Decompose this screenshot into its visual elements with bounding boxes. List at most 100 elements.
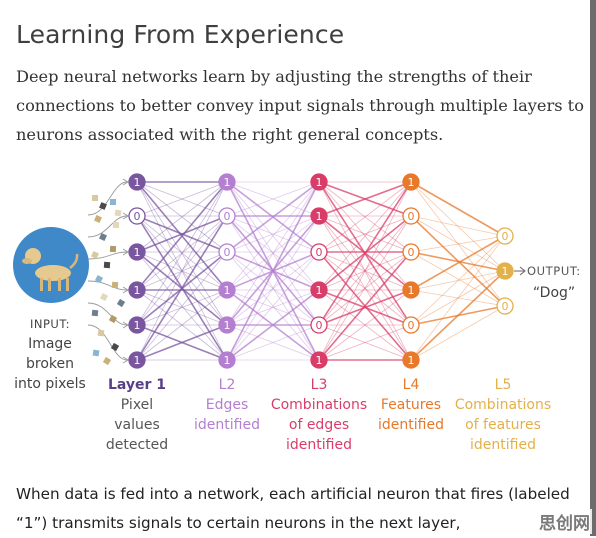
layer-name: L3 xyxy=(311,377,328,393)
pixel-square xyxy=(116,298,126,308)
layer-description-line: Pixel xyxy=(121,397,153,413)
pixel-squares-icon xyxy=(90,195,126,366)
input-description-line: Image xyxy=(28,336,72,352)
neuron-value: 1 xyxy=(316,210,323,223)
neuron-value: 0 xyxy=(408,246,415,259)
pixel-connection-line xyxy=(87,181,128,216)
connection-line xyxy=(136,251,228,291)
neuron-active xyxy=(310,351,328,369)
pixel-square xyxy=(108,314,118,324)
pixel-square xyxy=(109,198,117,206)
pixel-square xyxy=(91,309,99,317)
page-title: Learning From Experience xyxy=(16,20,345,49)
pixel-to-input-connections xyxy=(87,178,129,364)
layer-description-line: Edges xyxy=(206,397,249,413)
connection-line xyxy=(226,181,320,291)
connection-line xyxy=(136,215,228,291)
pixel-square xyxy=(110,342,120,352)
neuron-active xyxy=(402,173,420,191)
connection-line xyxy=(318,181,412,253)
pixel-square xyxy=(114,209,122,217)
connection-line xyxy=(136,181,228,291)
connection-line xyxy=(318,181,412,253)
neuron-value: 1 xyxy=(316,354,323,367)
neuron-value: 0 xyxy=(502,300,509,313)
pixel-square xyxy=(99,202,107,210)
pixel-square xyxy=(103,261,111,269)
pixel-square xyxy=(92,349,100,357)
connection-line xyxy=(136,181,228,361)
pixel-square xyxy=(90,250,100,260)
connection-line xyxy=(318,181,412,291)
connection-line xyxy=(410,270,506,361)
neuron-active xyxy=(218,281,236,299)
pixel-connection-line xyxy=(87,302,128,326)
layer-description-line: Combinations xyxy=(271,397,367,413)
connection-line xyxy=(226,215,320,253)
neuron-active xyxy=(402,281,420,299)
connection-line xyxy=(318,289,412,361)
connection-line xyxy=(410,215,506,237)
pixel-connection-line xyxy=(87,251,128,260)
pixel-square xyxy=(102,356,112,366)
neuron-value: 1 xyxy=(224,354,231,367)
connection-line xyxy=(410,235,506,253)
connection-line xyxy=(136,215,228,253)
connection-line xyxy=(226,181,320,217)
connection-line xyxy=(318,181,412,217)
dog-snout xyxy=(22,258,32,264)
arrowhead-icon xyxy=(122,212,129,220)
connection-line xyxy=(136,215,228,326)
connection-line xyxy=(136,289,228,326)
neuron-value: 1 xyxy=(502,265,509,278)
layer-description-line: identified xyxy=(194,417,260,433)
connection-line xyxy=(318,251,412,291)
dog-tail xyxy=(69,253,79,269)
connection-line xyxy=(226,181,320,326)
connection-line xyxy=(226,251,320,326)
neuron-value: 0 xyxy=(134,210,141,223)
neuron-active xyxy=(310,207,328,225)
connection-line xyxy=(226,251,320,361)
dog-leg xyxy=(66,278,69,291)
neuron-active xyxy=(128,243,146,261)
layer-name: Layer 1 xyxy=(108,377,166,393)
output-group: OUTPUT:“Dog” xyxy=(514,264,580,301)
neuron-active xyxy=(496,262,514,280)
connection-line xyxy=(318,324,412,361)
pixel-square xyxy=(94,274,104,284)
connection-line xyxy=(318,215,412,253)
connection-line xyxy=(136,251,228,361)
pixel-square xyxy=(94,215,102,223)
connection-line xyxy=(410,305,506,361)
neuron-value: 1 xyxy=(316,284,323,297)
connection-line xyxy=(136,251,228,291)
neuron-active xyxy=(402,351,420,369)
connection-line xyxy=(226,289,320,326)
connection-line xyxy=(226,181,320,291)
input-description-line: broken xyxy=(26,356,74,372)
neuron-inactive xyxy=(402,207,420,225)
connection-line xyxy=(136,215,228,291)
neuron-value: 1 xyxy=(224,284,231,297)
input-label: INPUT: xyxy=(30,317,70,331)
neuron-inactive xyxy=(310,243,328,261)
arrowhead-icon xyxy=(122,248,129,256)
dog-image-background xyxy=(13,227,89,303)
neuron-value: 0 xyxy=(224,210,231,223)
pixel-square xyxy=(111,281,119,289)
connection-line xyxy=(318,251,412,326)
dog-leg xyxy=(48,278,51,291)
neuron-inactive xyxy=(218,207,236,225)
arrowhead-icon xyxy=(122,286,129,294)
layer-description-line: Combinations xyxy=(455,397,551,413)
connection-line xyxy=(410,270,506,326)
connection-line xyxy=(136,181,228,326)
neuron-value: 0 xyxy=(316,319,323,332)
neuron-value: 0 xyxy=(408,319,415,332)
connection-line xyxy=(226,289,320,326)
